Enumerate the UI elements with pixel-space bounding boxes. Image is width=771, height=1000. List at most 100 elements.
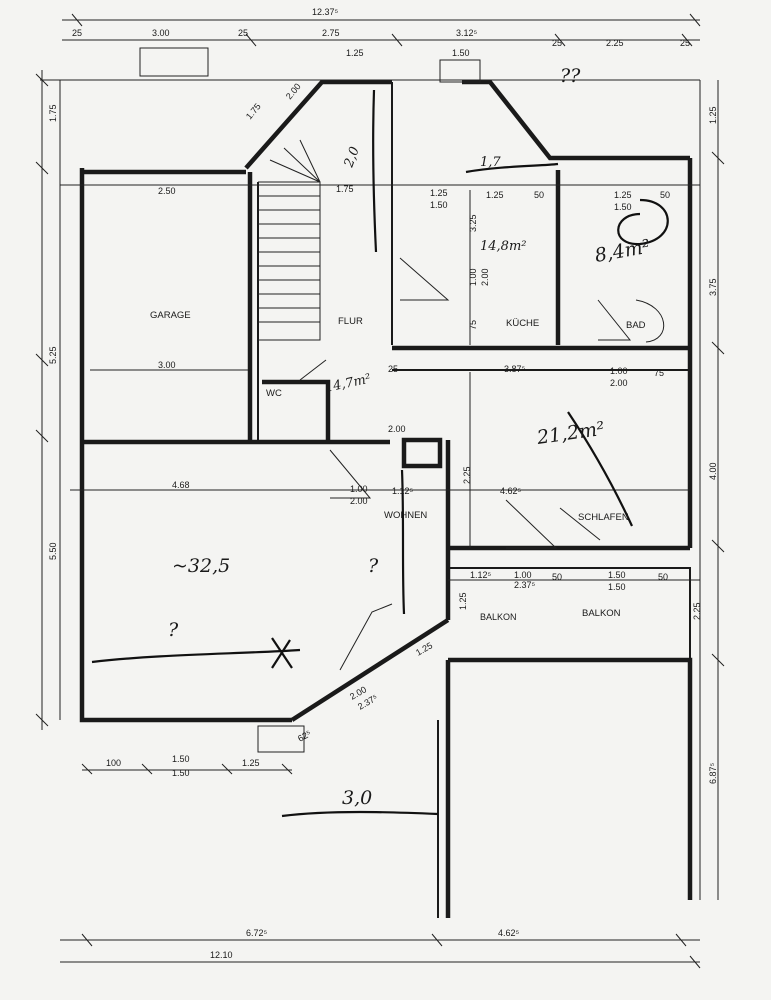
dim-mid-2-00: 2.00 xyxy=(350,496,368,506)
label-wohnen: WOHNEN xyxy=(384,510,427,521)
dim-balk-1-25: 1.25 xyxy=(458,592,468,610)
dim-kueche-2-00: 2.00 xyxy=(480,268,490,286)
walls xyxy=(79,47,693,918)
pen-terrace xyxy=(281,810,439,818)
dim-bot-1-50-a: 1.50 xyxy=(172,754,190,764)
dimension-lines xyxy=(35,13,725,969)
dim-wc-2-00: 2.00 xyxy=(388,424,406,434)
wall-outer-left xyxy=(79,168,292,723)
dim-garage-3-00: 3.00 xyxy=(158,360,176,370)
pen-mid-vertical xyxy=(400,469,406,615)
dim-ang-2-00: 2.00 xyxy=(284,81,303,101)
dim-schlaf-2-00: 2.00 xyxy=(610,378,628,388)
dim-mid-1-00: 1.00 xyxy=(350,484,368,494)
dim-top-total: 12.37⁵ xyxy=(312,7,339,17)
wall-bay-right xyxy=(462,79,690,161)
dim-bot-total: 12.10 xyxy=(210,950,233,960)
dim-top-25-c: 25 xyxy=(552,38,562,48)
wall-wc xyxy=(262,379,331,440)
dim-mid-4-62: 4.62⁵ xyxy=(500,486,522,496)
dim-kueche-1-00: 1.00 xyxy=(468,268,478,286)
dim-top-25-d: 25 xyxy=(680,38,690,48)
dim-bot-1-50-b: 1.50 xyxy=(172,768,190,778)
door-wohnen xyxy=(329,449,372,499)
dim-row-1-50-a: 1.50 xyxy=(430,200,448,210)
balcony-rail xyxy=(448,567,691,660)
dim-top-3-00: 3.00 xyxy=(152,28,170,38)
wall-bay-left xyxy=(244,79,392,170)
note-hall: 1,7 xyxy=(480,155,501,170)
dim-schlaf-2-25: 2.25 xyxy=(462,466,472,484)
dim-schlaf-3-87: 3.87⁵ xyxy=(504,364,526,374)
dim-left-5-25: 5.25 xyxy=(48,346,58,364)
label-balkon-small: BALKON xyxy=(480,612,517,622)
terrace-outline xyxy=(448,657,693,900)
dim-kueche-3-25: 3.25 xyxy=(468,214,478,232)
dim-right-4-00: 4.00 xyxy=(708,462,718,480)
dim-bot-4-62: 4.62⁵ xyxy=(498,928,520,938)
dim-top-3-12: 3.12⁵ xyxy=(456,28,478,38)
chimney xyxy=(401,437,443,469)
note-schlafen-area: 21,2m² xyxy=(535,418,606,449)
stairs xyxy=(258,139,321,341)
dim-row-1-50-b: 1.50 xyxy=(614,202,632,212)
dim-garage-2-50: 2.50 xyxy=(158,186,176,196)
doors xyxy=(299,257,665,671)
dim-balk-1-12: 1.12⁵ xyxy=(470,570,492,580)
stair-outline xyxy=(258,181,321,341)
label-flur: FLUR xyxy=(338,316,363,327)
dim-right-6-87: 6.87⁵ xyxy=(708,762,718,784)
dim-right-2-25: 2.25 xyxy=(692,602,702,620)
dim-balk-2-37: 2.37⁵ xyxy=(514,580,536,590)
pen-wohnen-x xyxy=(271,637,293,669)
dim-ang-1-75: 1.75 xyxy=(244,101,263,121)
dim-top-2-75: 2.75 xyxy=(322,28,340,38)
room-labels: GARAGE FLUR KÜCHE BAD WC WOHNEN SCHLAFEN… xyxy=(150,310,646,622)
label-schlafen: SCHLAFEN xyxy=(578,512,629,523)
note-kueche-area: 14,8m² xyxy=(480,239,526,254)
note-terrace: 3,0 xyxy=(342,787,372,809)
note-stair: 2,0 xyxy=(341,145,363,171)
pen-bath-swirl xyxy=(617,198,669,246)
note-q-mid: ? xyxy=(368,555,379,577)
dim-diag-62: 62⁵ xyxy=(296,728,313,744)
dim-mid-1-12: 1.12⁵ xyxy=(392,486,414,496)
dim-bot-6-72: 6.72⁵ xyxy=(246,928,268,938)
door-balcony xyxy=(559,507,601,541)
pen-marks xyxy=(91,89,669,818)
window-garage-top xyxy=(139,47,209,77)
door-kitchen xyxy=(399,257,450,301)
pen-wohnen-width xyxy=(91,648,301,664)
dim-row-50-a: 50 xyxy=(534,190,544,200)
note-bad-area: 8,4m² xyxy=(593,236,652,267)
pen-stair-v xyxy=(372,89,378,253)
bath-fixture xyxy=(635,299,665,343)
dim-right-3-75: 3.75 xyxy=(708,278,718,296)
dim-right-1-25: 1.25 xyxy=(708,106,718,124)
dim-balk-50-a: 50 xyxy=(552,572,562,582)
window-kitchen-top xyxy=(439,59,481,83)
dim-schlaf-1-00: 1.00 xyxy=(610,366,628,376)
note-wohnen-area: ~32,5 xyxy=(172,555,230,577)
label-kueche: KÜCHE xyxy=(506,318,539,329)
label-garage: GARAGE xyxy=(150,310,191,321)
stair-turn xyxy=(269,139,321,183)
note-flur-area: 14,7m² xyxy=(324,372,373,396)
dim-bot-1-25: 1.25 xyxy=(242,758,260,768)
label-wc: WC xyxy=(266,388,282,399)
pen-schlafen-diag xyxy=(567,411,633,527)
stair-steps xyxy=(258,195,320,323)
dim-left-1-75: 1.75 xyxy=(48,104,58,122)
dim-balk-1-50-a: 1.50 xyxy=(608,570,626,580)
pen-hall-h xyxy=(465,162,559,174)
door-flur xyxy=(299,359,327,381)
dim-diag-1-25: 1.25 xyxy=(414,640,434,657)
wall-wohnen-diagonal xyxy=(290,618,450,722)
door-bath xyxy=(597,299,632,341)
dim-row-1-75: 1.75 xyxy=(336,184,354,194)
dim-wc-25: 25 xyxy=(388,364,398,374)
dim-top-1-50: 1.50 xyxy=(452,48,470,58)
note-q-left: ? xyxy=(168,619,179,641)
label-balkon: BALKON xyxy=(582,608,621,619)
dim-top-25-a: 25 xyxy=(72,28,82,38)
